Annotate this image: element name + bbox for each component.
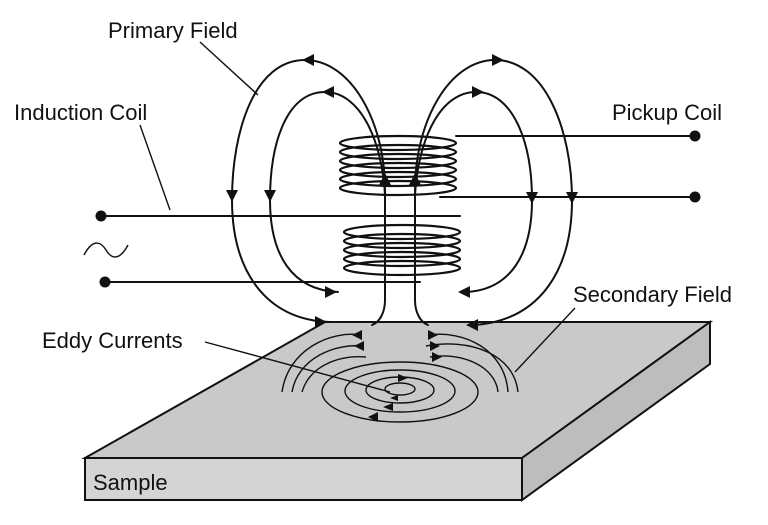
pickup-terminal-top — [689, 130, 701, 142]
induction-coil-label: Induction Coil — [14, 100, 147, 125]
primary-field-loops — [226, 54, 578, 331]
sample-label: Sample — [93, 470, 168, 495]
pickup-coil-label: Pickup Coil — [612, 100, 722, 125]
secondary-field-label: Secondary Field — [573, 282, 732, 307]
leader-lines — [139, 41, 576, 393]
induction-terminal-top — [95, 210, 107, 222]
sine-wave-icon — [83, 242, 129, 258]
secondary-field-loops — [281, 330, 519, 393]
sample-side-face — [521, 320, 711, 502]
pickup-terminal-bottom — [689, 191, 701, 203]
induction-coil — [95, 210, 462, 288]
induction-terminal-bottom — [99, 276, 111, 288]
sample-block — [81, 320, 714, 502]
pickup-coil — [338, 130, 701, 203]
primary-field-label: Primary Field — [108, 18, 238, 43]
eddy-currents-label: Eddy Currents — [42, 328, 183, 353]
eddy-current-rings — [321, 361, 479, 423]
